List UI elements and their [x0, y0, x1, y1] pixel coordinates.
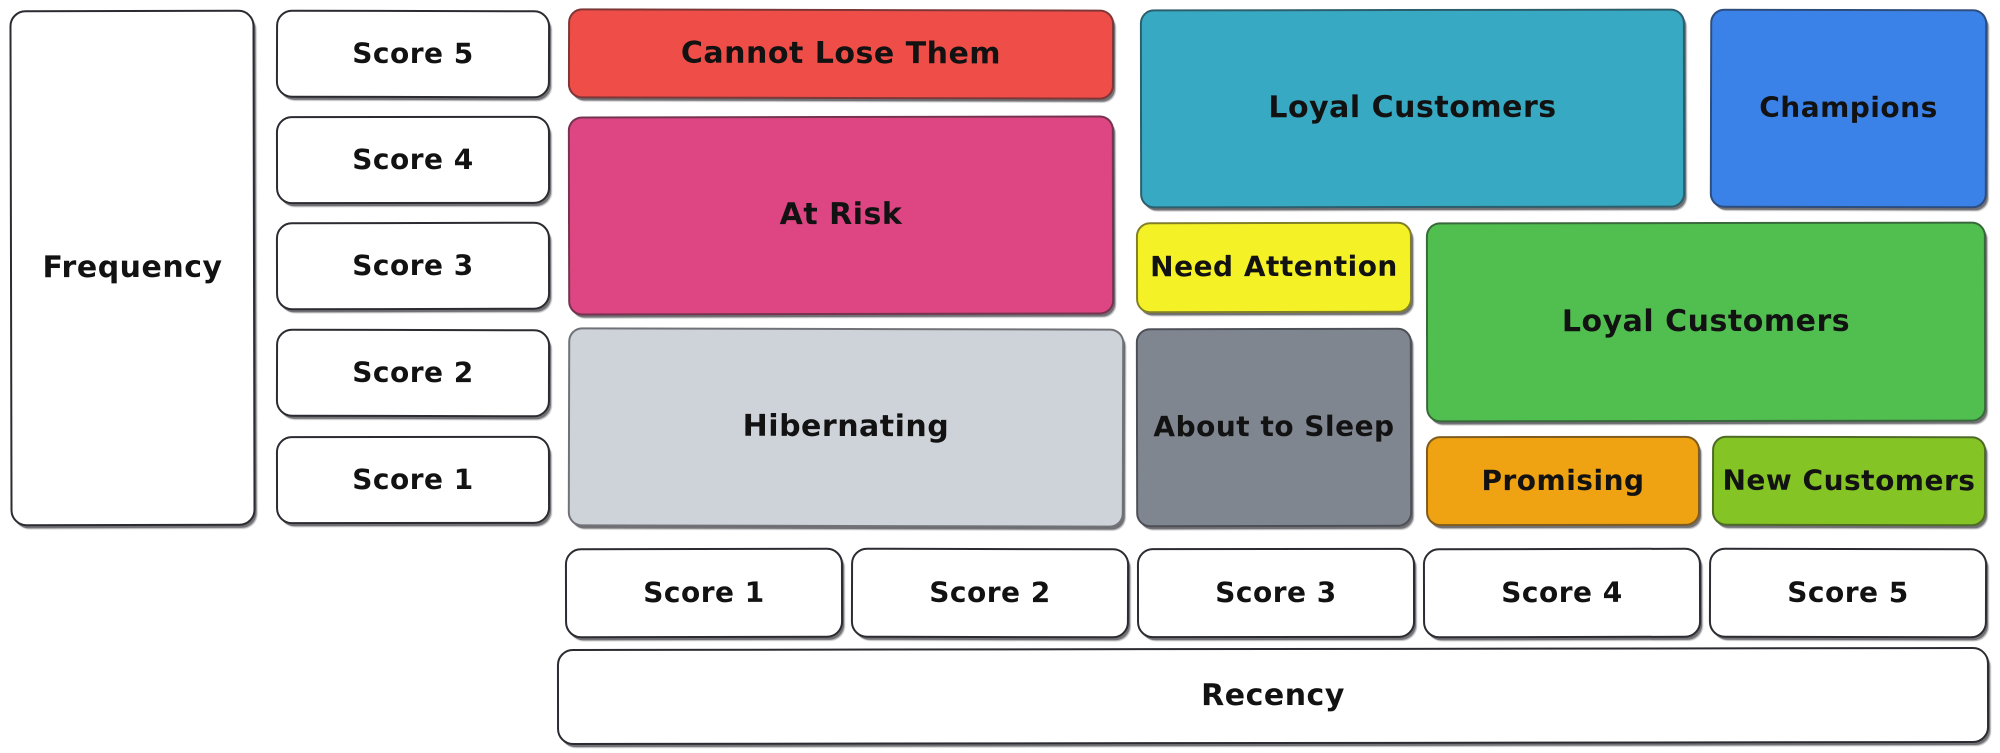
- frequency-score-3[interactable]: Score 3: [275, 221, 551, 311]
- segment-about-to-sleep[interactable]: About to Sleep: [1135, 327, 1413, 528]
- frequency-score-1[interactable]: Score 1: [275, 435, 551, 525]
- recency-score-5[interactable]: Score 5: [1708, 547, 1988, 639]
- recency-score-2[interactable]: Score 2: [850, 547, 1130, 639]
- segment-new-customers[interactable]: New Customers: [1711, 435, 1987, 527]
- segment-cannot-lose-them[interactable]: Cannot Lose Them: [567, 8, 1115, 100]
- recency-score-4[interactable]: Score 4: [1422, 547, 1702, 639]
- segment-at-risk[interactable]: At Risk: [567, 115, 1115, 316]
- segment-need-attention[interactable]: Need Attention: [1135, 221, 1413, 314]
- frequency-score-2[interactable]: Score 2: [275, 328, 551, 418]
- segment-champions[interactable]: Champions: [1709, 8, 1988, 209]
- segment-promising[interactable]: Promising: [1425, 435, 1701, 527]
- recency-score-1[interactable]: Score 1: [564, 547, 844, 639]
- frequency-axis-label: Frequency: [9, 9, 256, 527]
- segment-loyal-customers-teal[interactable]: Loyal Customers: [1139, 8, 1686, 209]
- segment-loyal-customers-green[interactable]: Loyal Customers: [1425, 221, 1987, 423]
- frequency-score-4[interactable]: Score 4: [275, 115, 551, 205]
- frequency-score-5[interactable]: Score 5: [275, 9, 551, 99]
- recency-axis-label: Recency: [556, 647, 1990, 745]
- segment-hibernating[interactable]: Hibernating: [567, 327, 1125, 528]
- recency-score-3[interactable]: Score 3: [1136, 547, 1416, 639]
